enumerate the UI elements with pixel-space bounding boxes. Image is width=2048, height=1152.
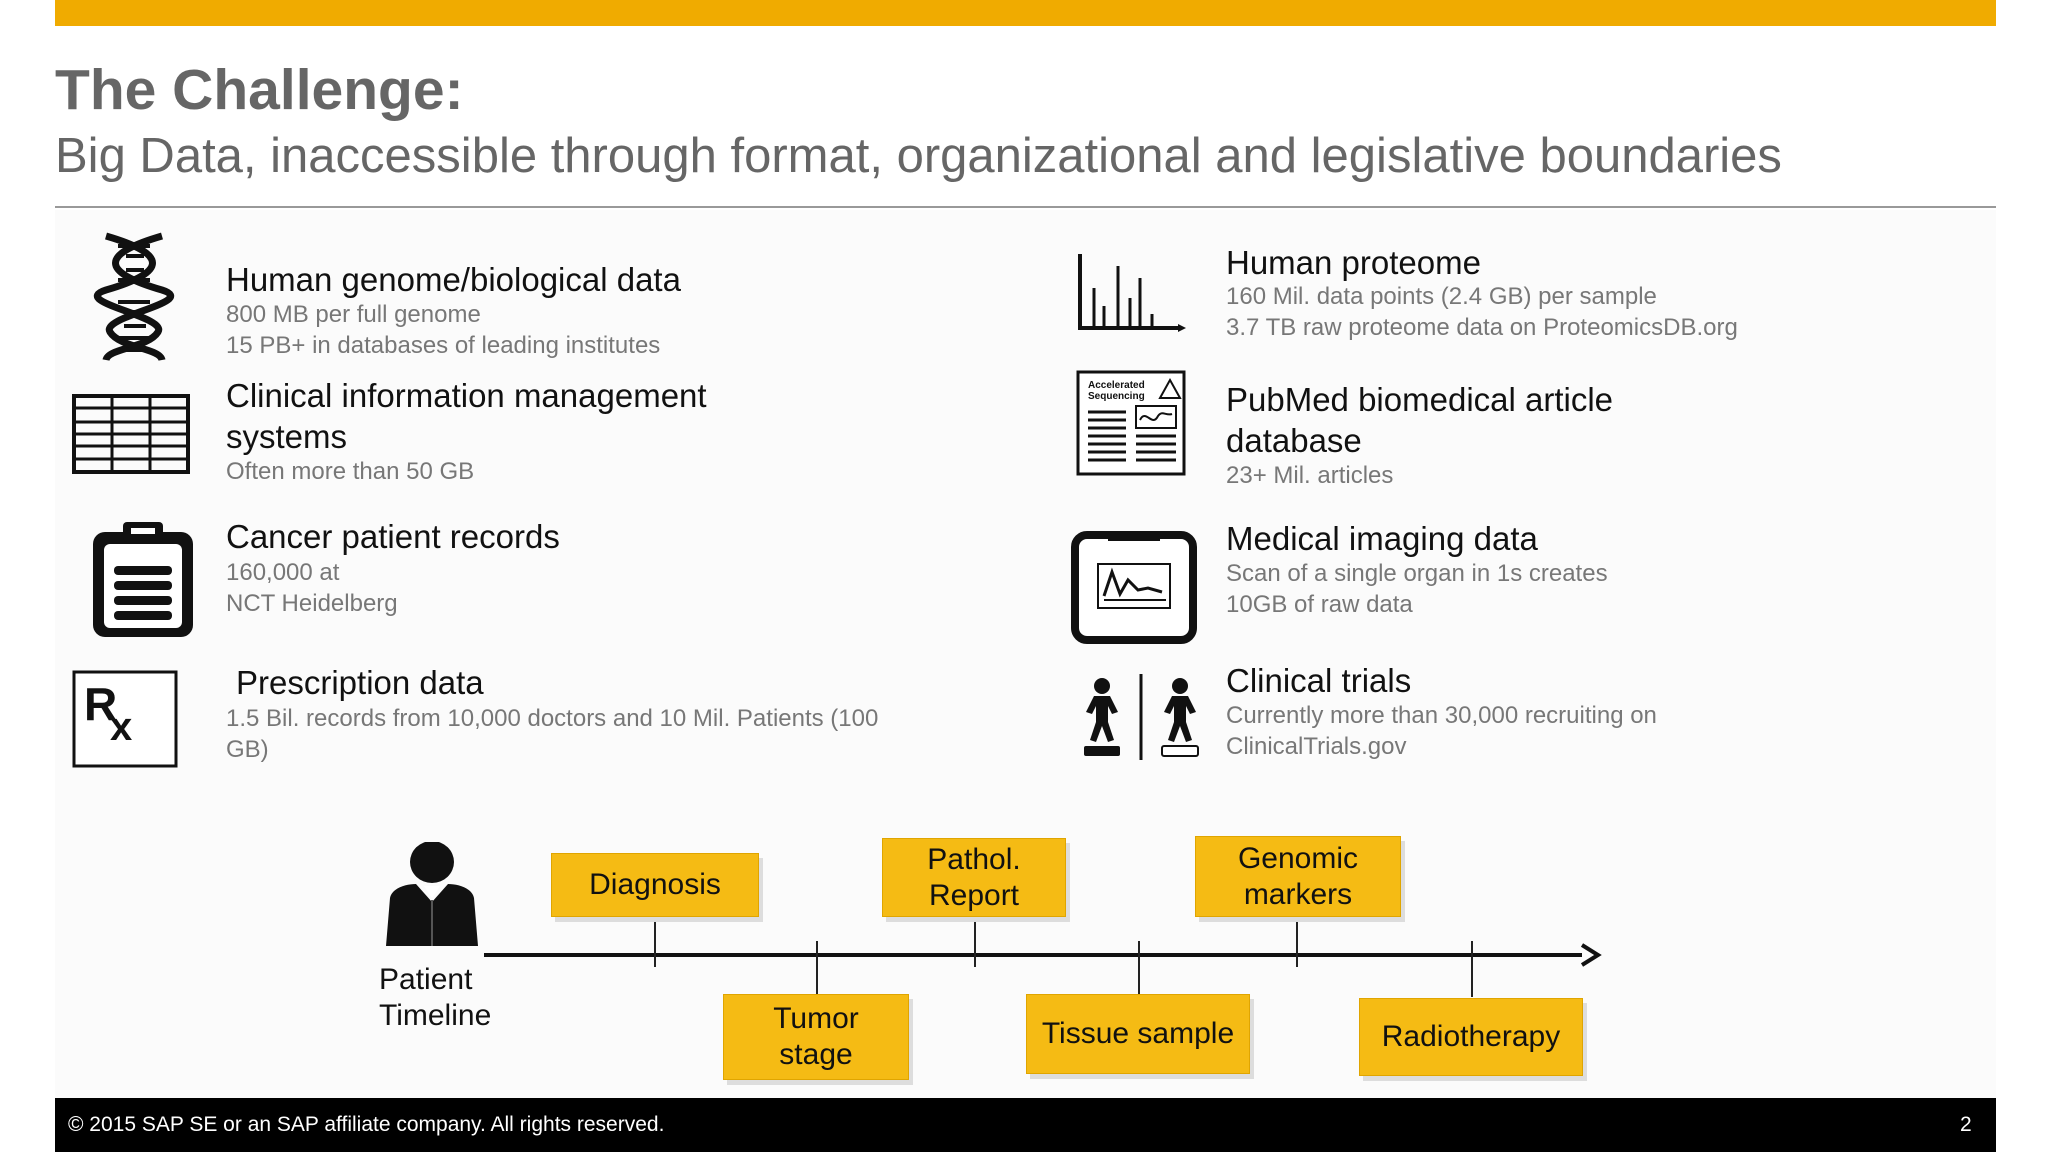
timeline-label: Patient [379,963,473,996]
title-divider [55,206,1996,208]
top-accent-bar [55,0,1996,26]
timeline-event-pathology-report: Pathol. Report [882,838,1066,917]
item-title: Human proteome [1226,244,1481,281]
item-detail: 160,000 at [226,559,340,586]
item-detail: 1.5 Bil. records from 10,000 doctors and… [226,705,879,732]
timeline-tick [1138,941,1140,997]
slide-title: The Challenge: [55,58,464,122]
item-title: Human genome/biological data [226,261,681,298]
copyright-text: © 2015 SAP SE or an SAP affiliate compan… [68,1113,665,1136]
item-title: Clinical information management [226,377,707,414]
item-title-continued: database [1226,422,1362,459]
item-title: Cancer patient records [226,518,560,555]
timeline-tick [1471,941,1473,997]
clinical-trial-people-icon [1078,674,1202,760]
svg-text:x: x [110,705,132,749]
content-area [55,210,1996,1098]
timeline-event-radiotherapy: Radiotherapy [1359,998,1583,1076]
spectrum-chart-icon [1074,248,1186,334]
item-detail: GB) [226,736,269,763]
item-detail: 23+ Mil. articles [1226,462,1394,489]
article-icon-text: Accelerated [1088,380,1145,391]
item-detail: Scan of a single organ in 1s creates [1226,560,1608,587]
item-detail: Often more than 50 GB [226,458,475,485]
item-detail: 15 PB+ in databases of leading institute… [226,332,661,359]
imaging-monitor-icon [1070,528,1198,646]
article-icon: Accelerated Sequencing [1076,370,1186,476]
timeline-tick [974,917,976,967]
patient-icon [380,842,484,948]
item-title-continued: systems [226,418,348,455]
timeline-axis [484,953,1582,957]
slide-subtitle: Big Data, inaccessible through format, o… [55,129,1782,183]
item-detail: 10GB of raw data [1226,591,1413,618]
item-detail: 160 Mil. data points (2.4 GB) per sample [1226,283,1657,310]
item-detail: ClinicalTrials.gov [1226,733,1407,760]
item-detail: 3.7 TB raw proteome data on ProteomicsDB… [1226,314,1738,341]
timeline-tick [654,917,656,967]
item-detail: 800 MB per full genome [226,301,481,328]
item-detail: NCT Heidelberg [226,590,398,617]
timeline-tick [1296,917,1298,967]
timeline-arrow-head [1578,942,1602,973]
timeline-event-genomic-markers: Genomic markers [1195,836,1401,917]
timeline-event-diagnosis: Diagnosis [551,853,759,917]
clipboard-icon [90,518,196,640]
timeline-tick [816,941,818,997]
timeline-event-tissue-sample: Tissue sample [1026,994,1250,1074]
item-title: Prescription data [236,664,484,701]
prescription-icon: R x [72,670,178,768]
item-title: Medical imaging data [1226,520,1538,557]
item-title: PubMed biomedical article [1226,381,1614,418]
article-icon-text: Sequencing [1088,391,1145,402]
footer-bar [55,1098,1996,1152]
page-number: 2 [1960,1113,1972,1136]
table-icon [72,394,190,474]
item-detail: Currently more than 30,000 recruiting on [1226,702,1657,729]
timeline-label: Timeline [379,999,492,1032]
dna-icon [88,232,180,364]
svg-text:R: R [84,678,117,730]
item-title: Clinical trials [1226,662,1412,699]
timeline-event-tumor-stage: Tumor stage [723,994,909,1080]
